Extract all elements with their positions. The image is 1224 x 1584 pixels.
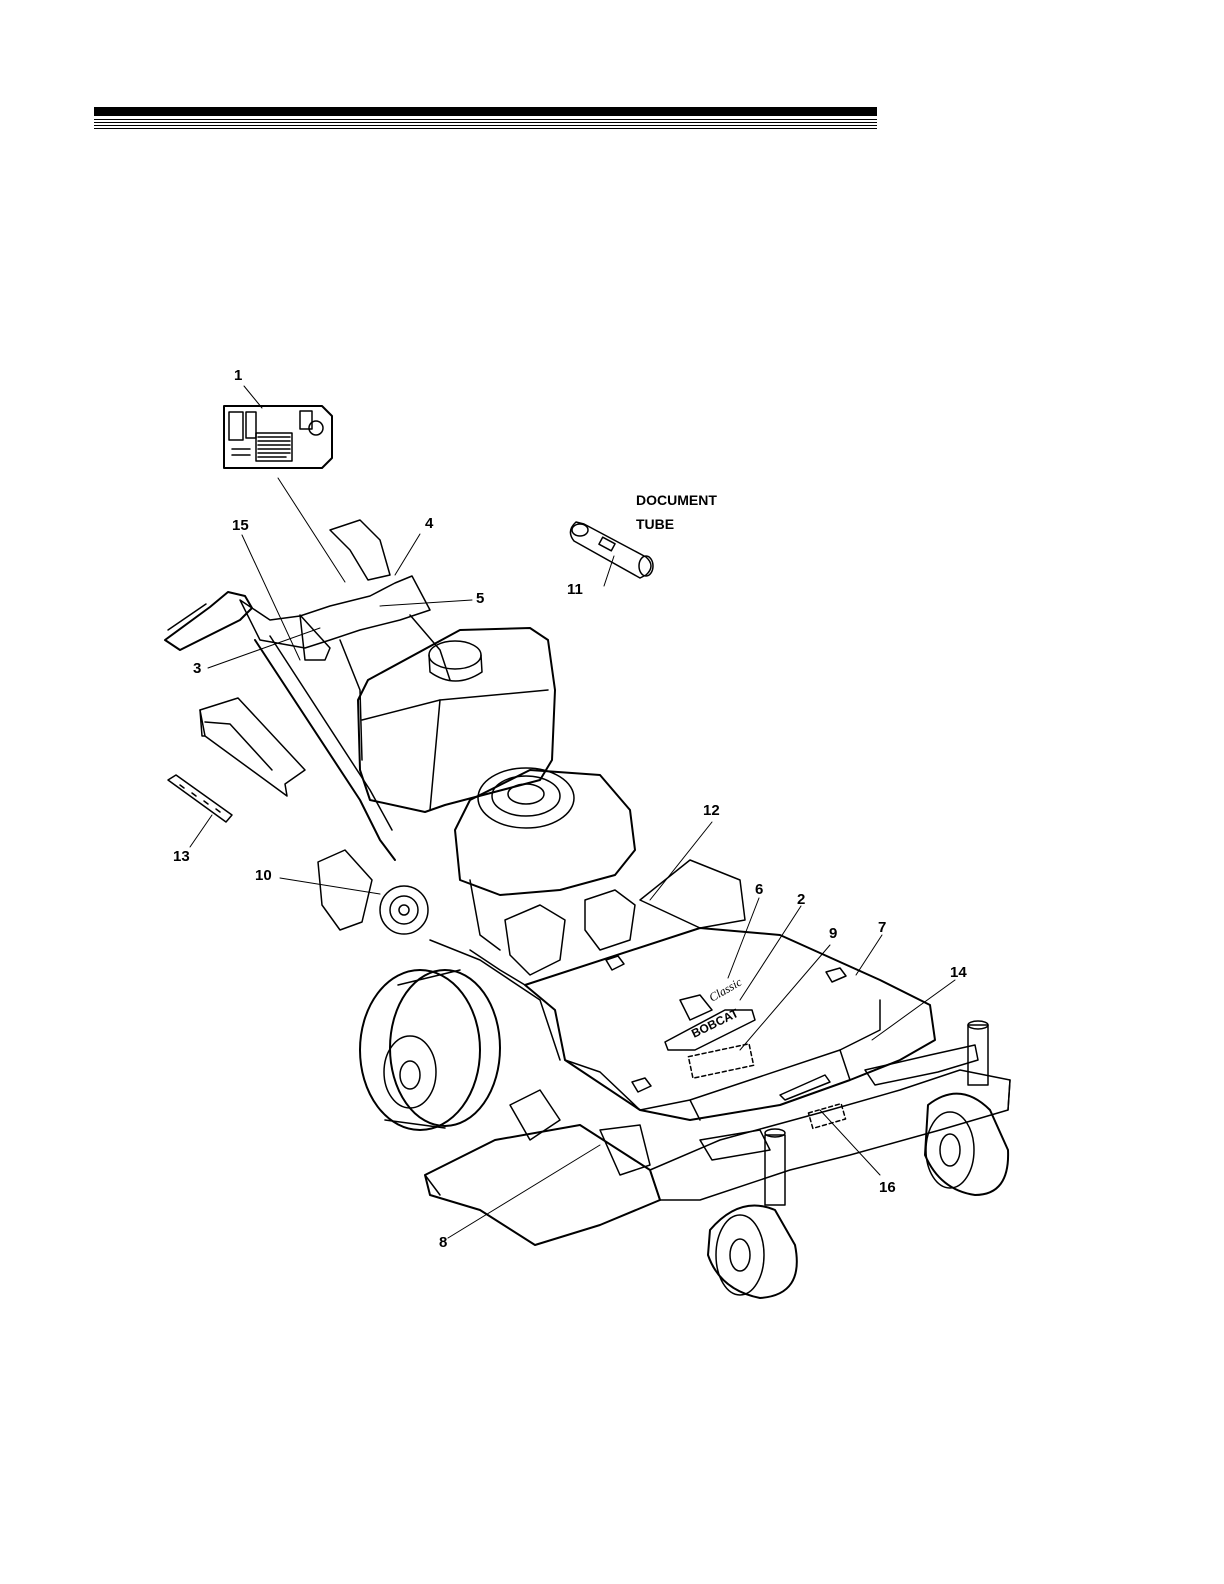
decal-13-guard — [168, 698, 305, 822]
document-tube-label: DOCUMENT TUBE — [636, 488, 717, 536]
mower-deck — [425, 860, 1010, 1245]
callout-10: 10 — [255, 868, 272, 883]
front-caster-wheels — [700, 1021, 1008, 1298]
callout-11: 11 — [567, 582, 583, 597]
callout-3: 3 — [193, 661, 201, 676]
callout-8: 8 — [439, 1235, 447, 1250]
rear-drive-wheel — [360, 970, 500, 1130]
document-tube-label-line1: DOCUMENT — [636, 488, 717, 512]
decal-1-warning-label — [224, 406, 332, 468]
callout-6: 6 — [755, 882, 763, 897]
callout-1: 1 — [234, 368, 242, 383]
callout-2: 2 — [797, 892, 805, 907]
svg-text:Classic: Classic — [707, 974, 745, 1004]
callout-13: 13 — [173, 849, 190, 864]
callout-12: 12 — [703, 803, 720, 818]
document-tube-label-line2: TUBE — [636, 512, 717, 536]
belt-guard-pulley — [318, 850, 428, 934]
callout-16: 16 — [879, 1180, 896, 1195]
callout-9: 9 — [829, 926, 837, 941]
callout-4: 4 — [425, 516, 433, 531]
callout-15: 15 — [232, 518, 249, 533]
engine — [455, 768, 635, 975]
callout-14: 14 — [950, 965, 967, 980]
callout-5: 5 — [476, 591, 484, 606]
callout-7: 7 — [878, 920, 886, 935]
svg-text:BOBCAT: BOBCAT — [689, 1006, 741, 1041]
leader-lines — [190, 386, 955, 1238]
